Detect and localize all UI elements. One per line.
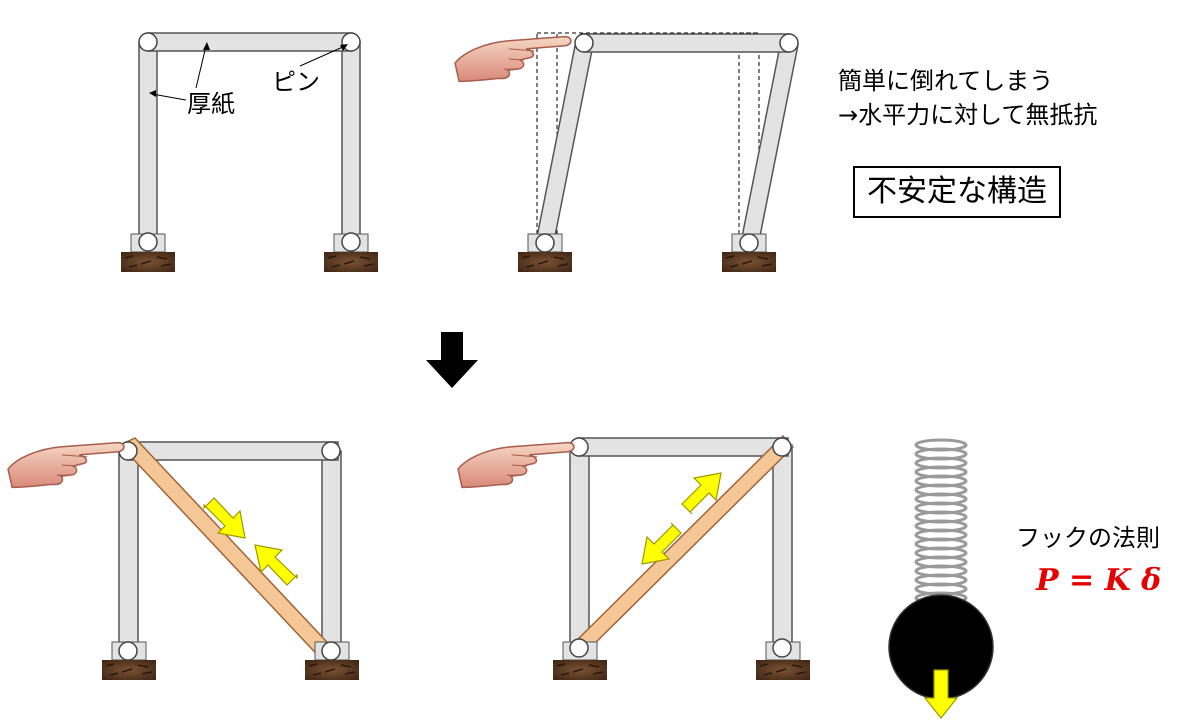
pin-leader — [299, 45, 346, 67]
spring-icon — [914, 438, 968, 605]
pin-joint-icon — [138, 32, 158, 52]
tension-arrow-icon — [641, 522, 682, 565]
pin-joint-icon — [772, 437, 792, 457]
thick-paper-leader-1 — [151, 93, 187, 101]
top-beam — [147, 32, 353, 52]
compression-arrow-icon — [254, 544, 298, 586]
frame-braced-compression — [7, 437, 359, 680]
pin-joint-icon — [779, 33, 799, 53]
note-line-2: →水平力に対して無抵抗 — [838, 101, 1098, 129]
hand-pointing-icon — [454, 35, 572, 83]
pin-joint-icon — [321, 641, 341, 661]
compression-arrow-icon — [203, 497, 246, 539]
right-column — [321, 450, 342, 657]
label-thick-paper: 厚紙 — [187, 90, 235, 118]
pin-joint-icon — [341, 32, 361, 52]
top-beam — [127, 441, 339, 461]
left-ground — [553, 660, 607, 680]
left-column — [569, 444, 590, 651]
pin-joint-icon — [321, 441, 341, 461]
left-column-tilted — [535, 40, 594, 247]
frame-collapsing — [454, 32, 799, 272]
left-ground — [121, 252, 175, 272]
right-ground — [756, 660, 810, 680]
left-ground — [518, 252, 572, 272]
diagonal-brace — [567, 434, 795, 661]
note-line-1: 簡単に倒れてしまう — [838, 67, 1054, 95]
unstable-structure-box: 不安定な構造 — [853, 166, 1061, 218]
top-beam — [577, 437, 789, 457]
spring-weight — [888, 438, 994, 719]
left-column — [118, 450, 139, 657]
frame-braced-tension — [457, 434, 810, 680]
left-column — [138, 41, 158, 243]
right-ground — [722, 252, 776, 272]
right-ground — [324, 252, 378, 272]
thick-paper-leader-2 — [195, 45, 207, 89]
down-arrow-icon — [426, 332, 478, 388]
pin-joint-icon — [118, 641, 138, 661]
hand-pointing-icon — [457, 441, 575, 489]
right-ground — [305, 660, 359, 680]
pin-joint-icon — [138, 232, 158, 252]
pin-joint-icon — [574, 33, 594, 53]
hooke-law-formula: P = K δ — [1036, 563, 1162, 598]
pin-joint-icon — [535, 233, 555, 253]
diagonal-brace — [118, 437, 343, 665]
pin-joint-icon — [569, 638, 589, 658]
pin-joint-icon — [341, 232, 361, 252]
pin-joint-icon — [739, 233, 759, 253]
frame-basic — [121, 32, 378, 272]
left-ground — [102, 660, 156, 680]
right-column — [772, 444, 793, 651]
right-column-tilted — [740, 40, 799, 247]
top-beam-shifted — [583, 33, 790, 53]
down-arrow-icon — [923, 669, 959, 719]
right-column — [341, 41, 361, 243]
hand-pointing-icon — [7, 441, 125, 489]
hooke-law-title: フックの法則 — [1016, 524, 1160, 552]
pin-joint-icon — [772, 638, 792, 658]
tension-arrow-icon — [681, 472, 722, 515]
label-pin: ピン — [272, 68, 320, 96]
